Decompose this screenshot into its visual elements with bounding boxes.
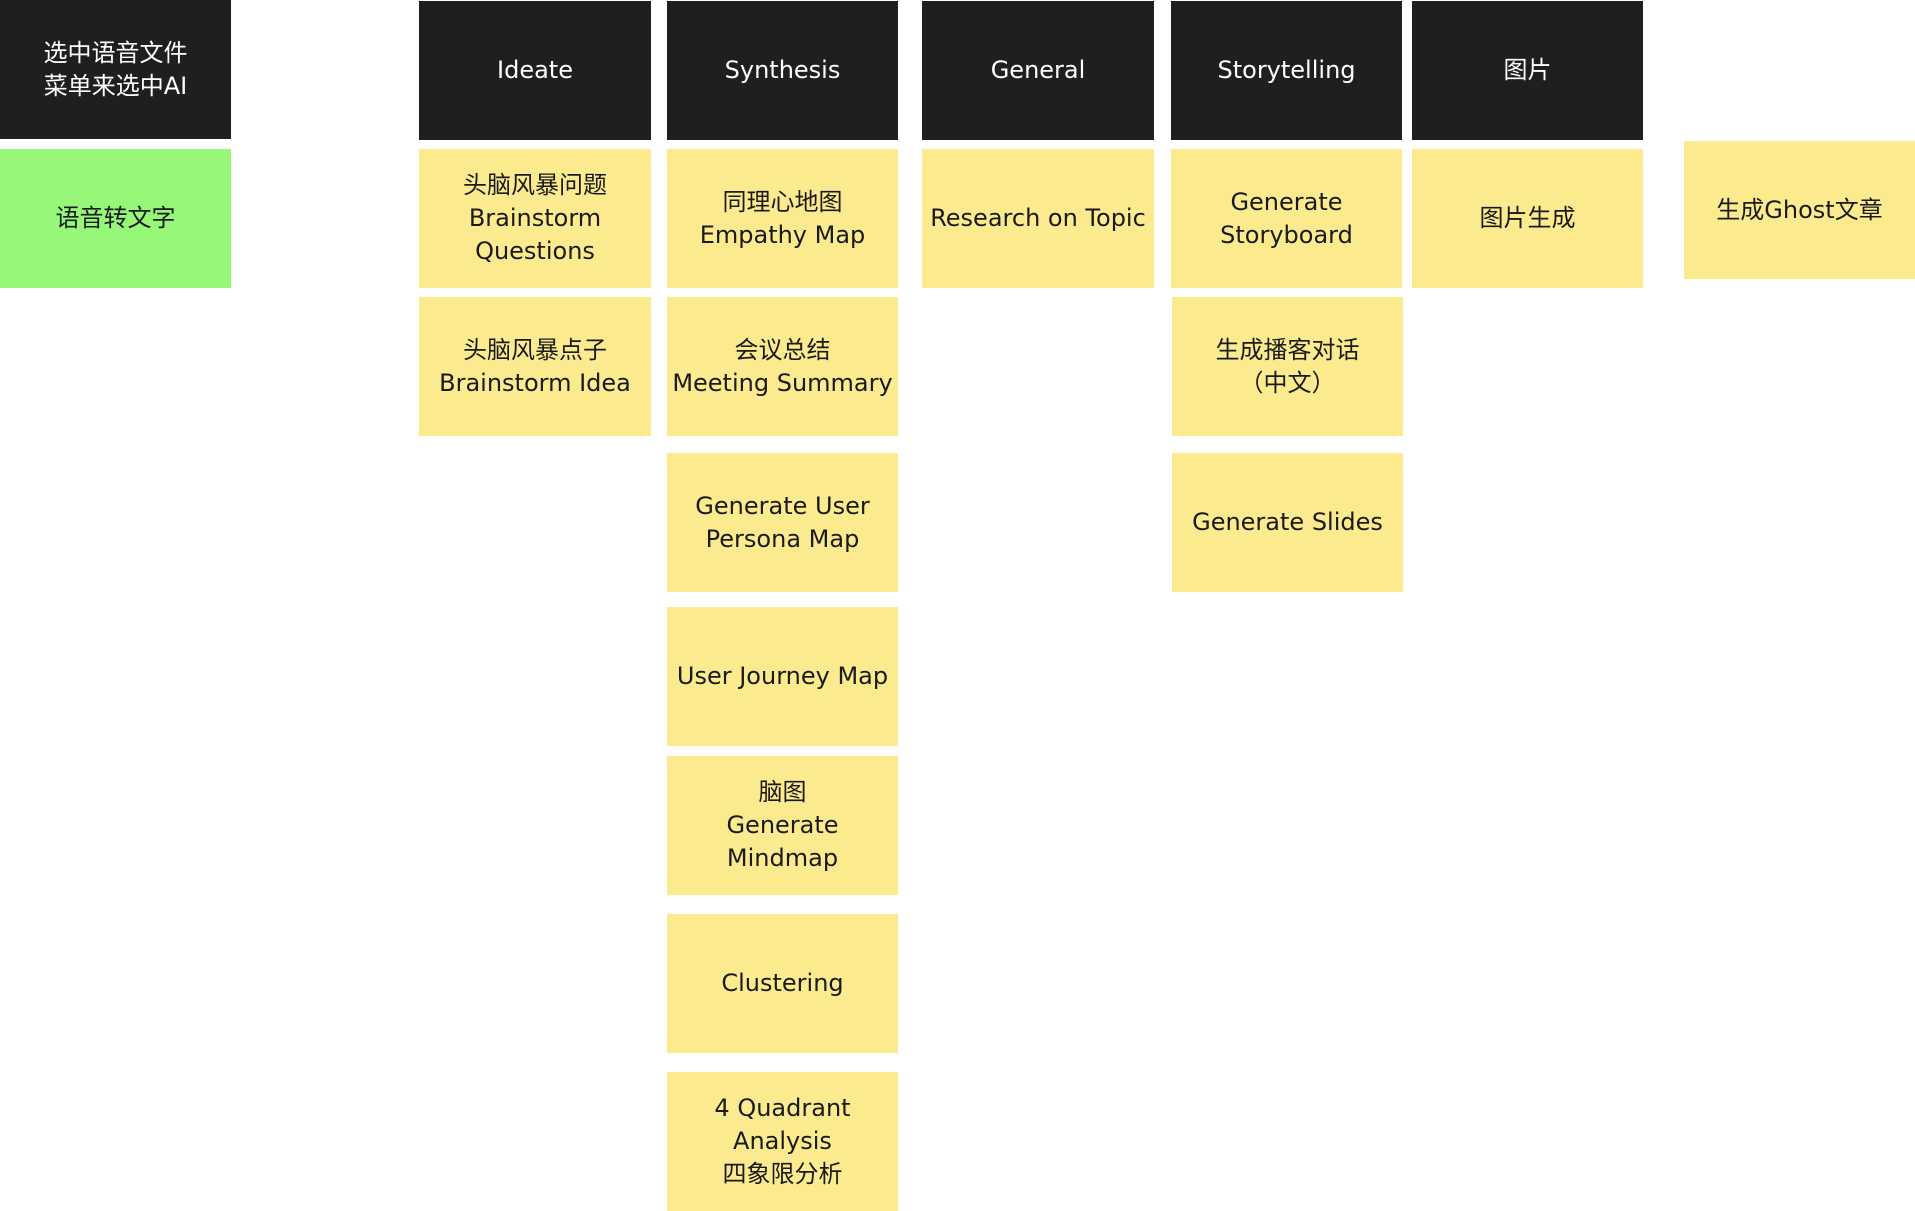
sticky-meeting-summary[interactable]: 会议总结 Meeting Summary — [667, 297, 898, 436]
sticky-ghost-article[interactable]: 生成Ghost文章 — [1684, 141, 1915, 279]
instruction-card[interactable]: 选中语音文件 菜单来选中AI — [0, 0, 231, 139]
column-header-image[interactable]: 图片 — [1412, 1, 1643, 140]
sticky-brainstorm-questions[interactable]: 头脑风暴问题 Brainstorm Questions — [419, 149, 651, 288]
sticky-podcast-dialogue[interactable]: 生成播客对话 （中文） — [1172, 297, 1403, 436]
sticky-user-persona-map[interactable]: Generate User Persona Map — [667, 453, 898, 592]
speech-to-text-card[interactable]: 语音转文字 — [0, 149, 231, 288]
sticky-brainstorm-idea[interactable]: 头脑风暴点子 Brainstorm Idea — [419, 297, 651, 436]
sticky-user-journey-map[interactable]: User Journey Map — [667, 607, 898, 746]
sticky-generate-storyboard[interactable]: Generate Storyboard — [1171, 149, 1402, 288]
column-header-ideate[interactable]: Ideate — [419, 1, 651, 140]
column-header-synthesis[interactable]: Synthesis — [667, 1, 898, 140]
column-header-general[interactable]: General — [922, 1, 1154, 140]
sticky-empathy-map[interactable]: 同理心地图 Empathy Map — [667, 149, 898, 288]
sticky-generate-mindmap[interactable]: 脑图 Generate Mindmap — [667, 756, 898, 895]
column-header-storytelling[interactable]: Storytelling — [1171, 1, 1402, 140]
sticky-clustering[interactable]: Clustering — [667, 914, 898, 1053]
sticky-image-generation[interactable]: 图片生成 — [1412, 149, 1643, 288]
sticky-quadrant-analysis[interactable]: 4 Quadrant Analysis 四象限分析 — [667, 1072, 898, 1211]
sticky-research-on-topic[interactable]: Research on Topic — [922, 149, 1154, 288]
sticky-generate-slides[interactable]: Generate Slides — [1172, 453, 1403, 592]
